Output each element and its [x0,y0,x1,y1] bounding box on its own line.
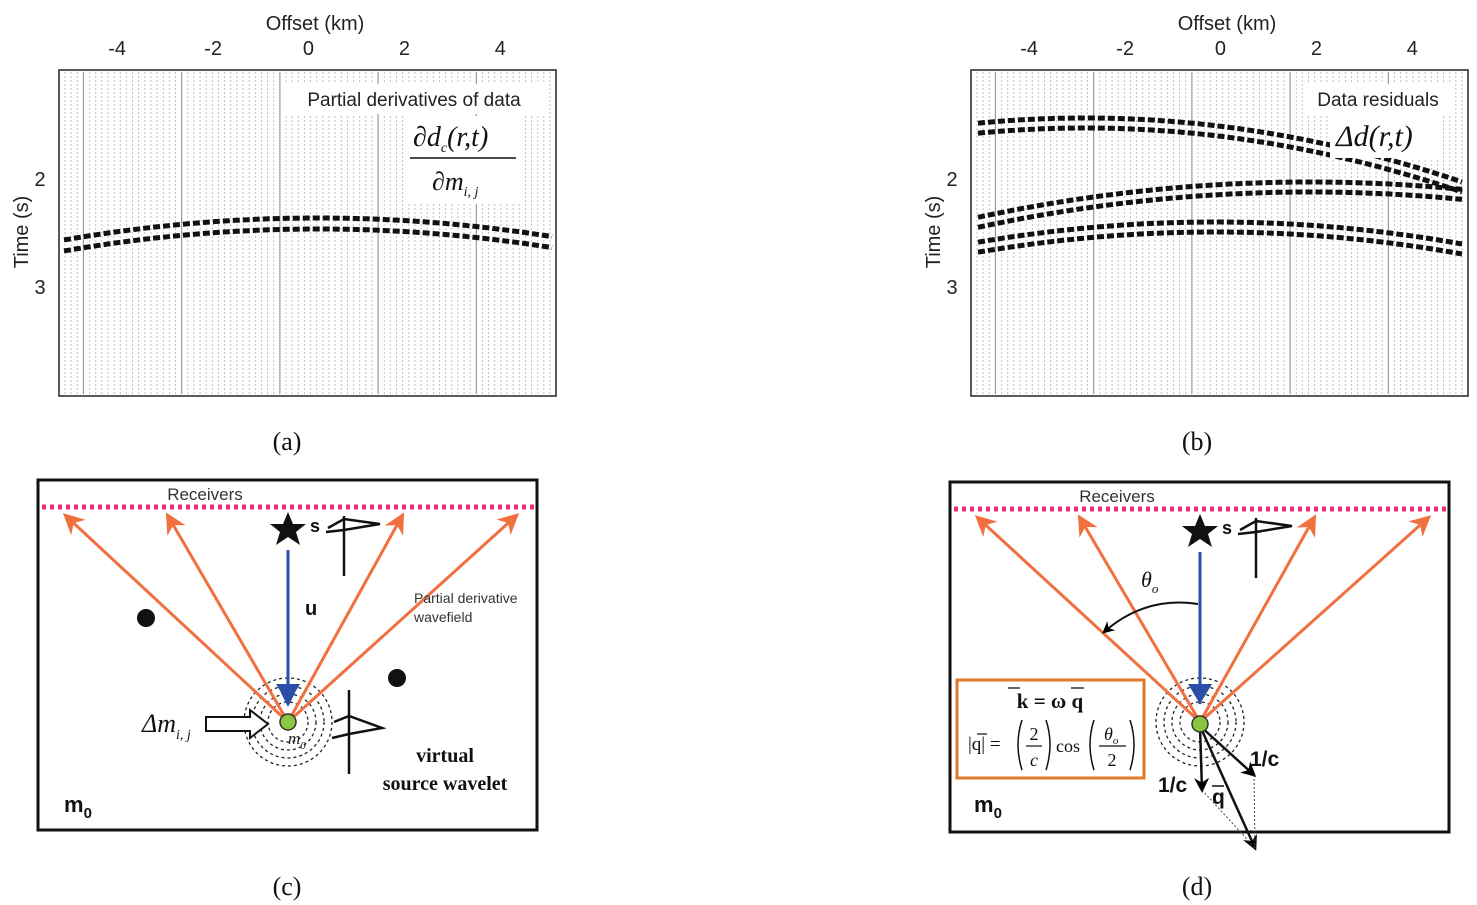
panel-a-event [63,226,553,254]
panel-b-annotation: Data residuals [1317,90,1438,111]
panel-a-annotation: Partial derivatives of data [307,90,521,111]
panel-d-incident-arrowhead [1188,684,1212,704]
panel-b-ytick-3: 3 [946,277,957,299]
panel-a-formula-num: ∂dc(r,t) [413,122,488,156]
panel-c-rays [62,512,520,724]
panel-a-event [63,215,553,243]
panel-c-source-star-icon [270,512,306,545]
panel-a-formula-bg [405,116,520,204]
panel-d-perturbation-point [1191,715,1209,733]
panel-a-xlabel: Offset (km) [266,13,365,35]
panel-b-ytick-2: 2 [946,169,957,191]
panel-d-formula-cos: cos [1056,736,1080,756]
panel-c-perturb-label: Δmi, j [141,709,191,743]
panel-d-formula-frac2-den: 2 [1108,750,1117,770]
panel-b-xlabel: Offset (km) [1178,13,1277,35]
panel-b-annotation-bg [1305,84,1451,114]
panel-b-ylabel: Time (s) [923,196,945,269]
panel-d-formula-abs: |q| = [968,734,1001,755]
panel-d-source-label: s [1222,518,1232,538]
a-xtick-label: 0 [303,38,314,60]
panel-c-source-wavelet-icon [325,516,381,576]
panel-a: Offset (km) -4 -2 0 2 4 Time (s) 2 3 Partial… [11,13,557,456]
a-xtick-label: -4 [108,38,126,60]
panel-a-frame [58,69,557,397]
panel-c-partial-label-1: Partial derivative [414,590,518,606]
panel-d-formula-frac2-num: θo [1104,724,1119,747]
panel-b-event-deep [977,219,1463,247]
panel-d-formula-line1: k = ω q [1017,689,1084,713]
panel-d-rays [974,514,1432,724]
panel-b-caption: (b) [1182,427,1212,456]
a-xtick-label: -2 [204,38,222,60]
panel-b-event-deep [977,229,1463,257]
panel-d-formula-paren-1 [1017,719,1051,771]
b-xtick-label: -2 [1116,38,1134,60]
panel-d-formula-frac1-den: c [1030,750,1038,770]
panel-b-event-middle [977,189,1463,230]
panel-a-formula-den: ∂mi, j [432,167,479,200]
panel-c-source-label: s [310,516,320,536]
panel-a-xticks: -4 -2 0 2 4 [108,38,506,60]
b-xtick-label: 4 [1407,38,1418,60]
panel-d-formula-paren-2 [1089,719,1135,771]
panel-d-parallelogram [1201,774,1256,849]
panel-d-label-1c-left: 1/c [1158,774,1188,797]
panel-c-scatterer-1 [137,609,155,627]
b-xtick-label: -4 [1020,38,1038,60]
panel-d-label-1c-right: 1/c [1250,748,1280,771]
panel-d-source-star-icon [1182,514,1218,547]
panel-c-partial-label-2: wavefield [413,609,472,625]
panel-b-frame [970,69,1469,397]
panel-b-formula-bg [1330,114,1438,158]
panel-b-event-middle [977,179,1463,220]
panel-d-receivers-label: Receivers [1079,487,1155,506]
panel-b-event-shallow [977,125,1463,195]
panel-b: Offset (km) -4 -2 0 2 4 Time (s) 2 3 Data re… [923,13,1469,456]
a-xtick-label: 4 [495,38,506,60]
b-xtick-label: 0 [1215,38,1226,60]
panel-a-annotation-bg [285,84,547,114]
panel-c-model-label: m0 [64,792,92,822]
panel-c-incident-arrowhead [276,684,300,704]
panel-a-caption: (a) [273,427,302,456]
panel-d-angle-arc [1102,601,1199,634]
panel-a-ytick-3: 3 [34,277,45,299]
panel-a-ylabel: Time (s) [11,196,33,269]
panel-c-virtual-wavelet-icon [331,690,387,774]
panel-d-source-wavelet-icon [1237,518,1293,578]
panel-c-caption: (c) [273,872,302,901]
panel-d-formula-frac1-num: 2 [1030,724,1039,744]
panel-b-xticks: -4 -2 0 2 4 [1020,38,1418,60]
panel-d: Receivers s θo 1/c [948,480,1451,901]
panel-c-wavefield-label: u [305,598,317,620]
a-xtick-label: 2 [399,38,410,60]
panel-c-receivers-label: Receivers [167,485,243,504]
b-xtick-label: 2 [1311,38,1322,60]
panel-b-formula: Δd(r,t) [1335,120,1413,153]
panel-c-perturbation-point [279,713,297,731]
panel-a-events [63,215,553,254]
panel-d-angle-label: θo [1141,567,1159,596]
panel-a-ytick-2: 2 [34,169,45,191]
panel-d-caption: (d) [1182,872,1212,901]
panel-c-virtual-label-1: virtual [416,745,474,767]
panel-d-formula-box [955,678,1146,780]
panel-d-label-q: q [1212,786,1225,809]
panel-d-model-label: m0 [974,792,1002,822]
panel-c-point-label: m0 [288,729,306,752]
panel-d-wavenumber-vectors [1194,725,1257,851]
panel-c: Receivers u s m0 Partial derivative [36,478,539,901]
panel-c-virtual-label-2: source wavelet [383,773,508,795]
panel-c-perturb-arrow-icon [205,707,270,741]
panel-c-scatterer-2 [388,669,406,687]
